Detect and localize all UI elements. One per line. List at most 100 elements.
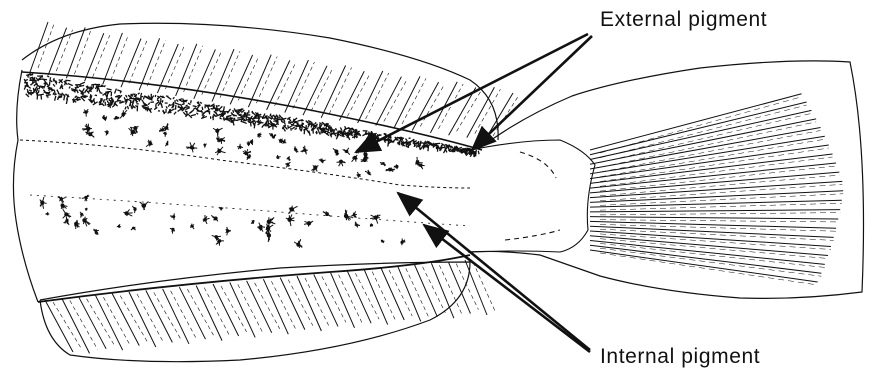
- pigment-fleck: [428, 145, 429, 151]
- pigment-fleck: [58, 93, 62, 95]
- pigment-spot: [311, 165, 318, 171]
- pigment-fleck: [185, 111, 187, 113]
- caudal-fin-ray-segment: [600, 148, 829, 182]
- pigment-spot: [213, 128, 223, 137]
- pigment-fleck: [162, 100, 163, 103]
- body-lower-edge: [38, 255, 470, 302]
- pigment-fleck: [125, 107, 126, 110]
- pigment-fleck: [59, 96, 62, 97]
- pigment-fleck: [80, 82, 85, 84]
- pigment-fleck: [441, 145, 442, 148]
- dorsal-fin-ray-segment: [438, 84, 463, 129]
- pigment-fleck: [105, 102, 106, 106]
- pigment-fleck: [478, 151, 479, 155]
- pigment-spot: [163, 132, 166, 137]
- pigment-spot: [123, 209, 132, 216]
- pigment-fleck: [34, 84, 36, 86]
- pigment-fleck: [284, 122, 285, 124]
- pigment-fleck: [50, 77, 51, 81]
- pigment-fleck: [178, 107, 183, 108]
- pigment-fleck: [240, 117, 243, 118]
- pigment-fleck: [53, 84, 55, 86]
- pigment-fleck: [47, 76, 49, 77]
- pigment-fleck: [47, 96, 49, 97]
- pigment-fleck: [295, 118, 297, 120]
- pigment-fleck: [114, 89, 116, 94]
- caudal-fin-ray: [590, 200, 842, 207]
- pigment-fleck: [237, 119, 241, 120]
- pigment-fleck: [57, 90, 59, 94]
- pigment-fleck: [85, 91, 86, 93]
- pigment-fleck: [81, 93, 85, 94]
- pigment-fleck: [209, 111, 210, 114]
- dorsal-fin-ray-segment: [420, 84, 444, 126]
- pigment-fleck: [103, 99, 104, 102]
- pigment-spot: [170, 213, 175, 219]
- pigment-fleck: [155, 95, 156, 97]
- pigment-fleck: [173, 97, 175, 99]
- fish-body: [13, 70, 482, 302]
- pigment-fleck: [25, 79, 27, 80]
- pigment-fleck: [87, 86, 88, 88]
- pigment-fleck: [319, 132, 321, 135]
- external-pigment-label: External pigment: [600, 8, 767, 32]
- dorsal-fin-ray-segment: [329, 68, 351, 114]
- pigment-fleck: [273, 120, 278, 122]
- pigment-fleck: [190, 110, 194, 113]
- pigment-fleck: [295, 128, 297, 129]
- pigment-fleck: [271, 115, 273, 117]
- pigment-spot: [285, 162, 290, 167]
- pigment-spot: [40, 197, 47, 209]
- pigment-spot: [75, 220, 80, 229]
- pigment-spot: [140, 202, 149, 210]
- pigment-spot: [276, 155, 280, 159]
- caudal-fin-ray: [590, 217, 838, 219]
- callout-arrows: [356, 34, 592, 352]
- anal-fin-ray: [79, 297, 107, 349]
- caudal-fin-ray-segment: [600, 213, 840, 215]
- pigment-fleck: [241, 121, 246, 123]
- pigment-fleck: [104, 85, 105, 86]
- pigment-spot: [211, 215, 218, 221]
- pigment-fleck: [191, 100, 192, 103]
- caudal-fin-ray-segment: [600, 139, 825, 177]
- pigment-spot: [351, 211, 357, 217]
- pigment-spot: [370, 223, 373, 226]
- pigment-spot: [380, 162, 386, 166]
- dorsal-fin-ray-segment: [384, 79, 408, 122]
- pigment-spot: [365, 170, 371, 175]
- pigment-fleck: [141, 93, 142, 96]
- pigment-fleck: [288, 123, 290, 124]
- anal-fin: [40, 260, 495, 362]
- pigment-fleck: [42, 75, 43, 77]
- pigment-fleck: [191, 115, 196, 116]
- caudal-fin-ray: [590, 245, 821, 273]
- pigment-spot: [105, 130, 109, 135]
- pigment-spot: [352, 155, 358, 162]
- pigment-fleck: [154, 107, 157, 109]
- dorsal-fin-ray-segment: [93, 35, 110, 77]
- pigment-fleck: [54, 94, 57, 95]
- pigment-fleck: [234, 108, 235, 111]
- pigment-fleck: [458, 147, 462, 148]
- body-upper-edge: [22, 72, 482, 150]
- pigment-fleck: [449, 149, 451, 151]
- pigment-fleck: [213, 108, 218, 109]
- pigment-fleck: [142, 107, 147, 108]
- pigment-fleck: [322, 122, 324, 123]
- pigment-spot: [415, 157, 422, 164]
- pigment-fleck: [188, 103, 191, 104]
- pigment-fleck: [107, 89, 112, 90]
- pigment-fleck: [109, 98, 110, 101]
- pigment-spots: [40, 109, 425, 248]
- pigment-fleck: [127, 106, 128, 109]
- pigment-spot: [381, 240, 384, 243]
- pigment-fleck: [178, 109, 182, 111]
- pigment-fleck: [444, 144, 445, 146]
- anal-fin-rays: [45, 260, 495, 353]
- external-pigment-arrow-2: [472, 36, 592, 150]
- pigment-fleck: [400, 138, 401, 141]
- pigment-spot: [146, 140, 153, 147]
- pigment-fleck: [193, 106, 197, 107]
